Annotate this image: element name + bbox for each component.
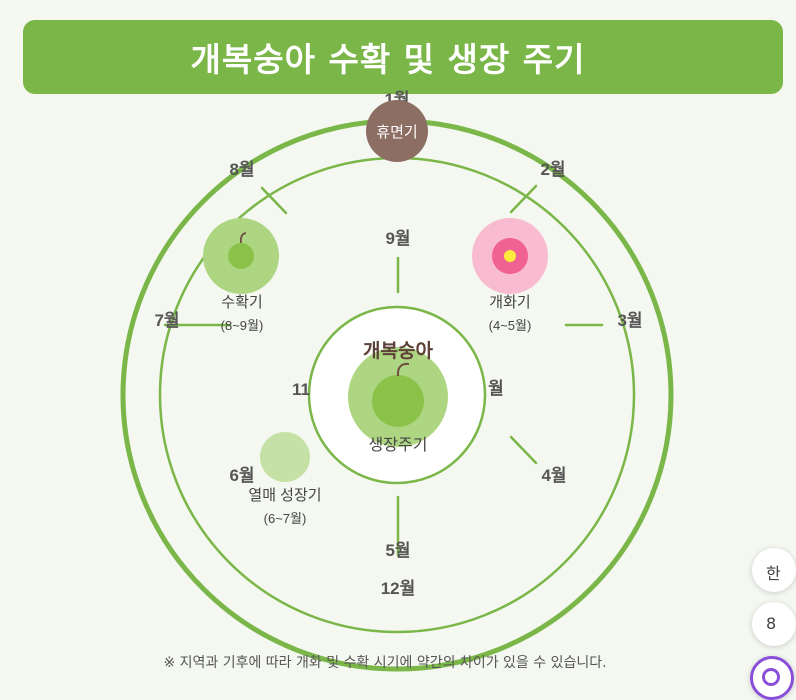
fruit-growth-period: (6~7월) [264, 511, 307, 526]
month-label-7: 7월 [154, 311, 179, 330]
footnote: ※ 지역과 기후에 따라 개화 및 수확 시기에 약간의 차이가 있을 수 있습… [163, 655, 607, 671]
assistant-icon [762, 668, 780, 686]
month-label-10-fragment: 월 [488, 379, 504, 398]
month-label-9: 9월 [385, 229, 410, 248]
page-title: 개복숭아 수확 및 생장 주기 [190, 40, 586, 79]
center-fruit-icon [348, 347, 448, 447]
harvest-period: (8~9월) [221, 318, 264, 333]
floating-button-2-glyph: 8 [766, 614, 777, 633]
floating-button-2[interactable]: 8 [752, 602, 796, 646]
tick-8 [260, 186, 288, 215]
fruit-growth-label: 열매 성장기 [248, 487, 321, 504]
tick-2 [509, 184, 538, 214]
floating-button-1[interactable]: 한 [752, 548, 796, 592]
young-fruit-icon [260, 432, 310, 482]
ripe-fruit-icon [203, 218, 279, 294]
month-label-5: 5월 [385, 541, 410, 560]
title-banner: 개복숭아 수확 및 생장 주기 [23, 20, 783, 94]
month-label-8: 8월 [229, 160, 254, 179]
dormant-marker [366, 100, 428, 162]
month-label-6: 6월 [229, 466, 254, 485]
dormant-label: 휴면기 [376, 124, 417, 141]
month-label-2: 2월 [540, 160, 565, 179]
month-label-4: 4월 [541, 466, 566, 485]
floating-button-1-glyph: 한 [766, 564, 781, 583]
flower-icon [472, 218, 548, 294]
month-label-3: 3월 [617, 311, 642, 330]
center-subtitle: 생장주기 [369, 436, 428, 454]
month-label-11: 11 [292, 380, 310, 399]
month-label-12: 12월 [381, 579, 416, 598]
flowering-period: (4~5월) [489, 318, 532, 333]
center-title: 개복숭아 [363, 340, 433, 362]
growth-cycle-diagram: 1월 2월 3월 4월 5월 6월 7월 8월 9월 11 월 12월 휴면기 … [120, 90, 674, 672]
tick-4 [509, 435, 538, 465]
flowering-label: 개화기 [489, 294, 530, 311]
harvest-label: 수확기 [221, 294, 262, 311]
assistant-button[interactable] [750, 656, 794, 700]
